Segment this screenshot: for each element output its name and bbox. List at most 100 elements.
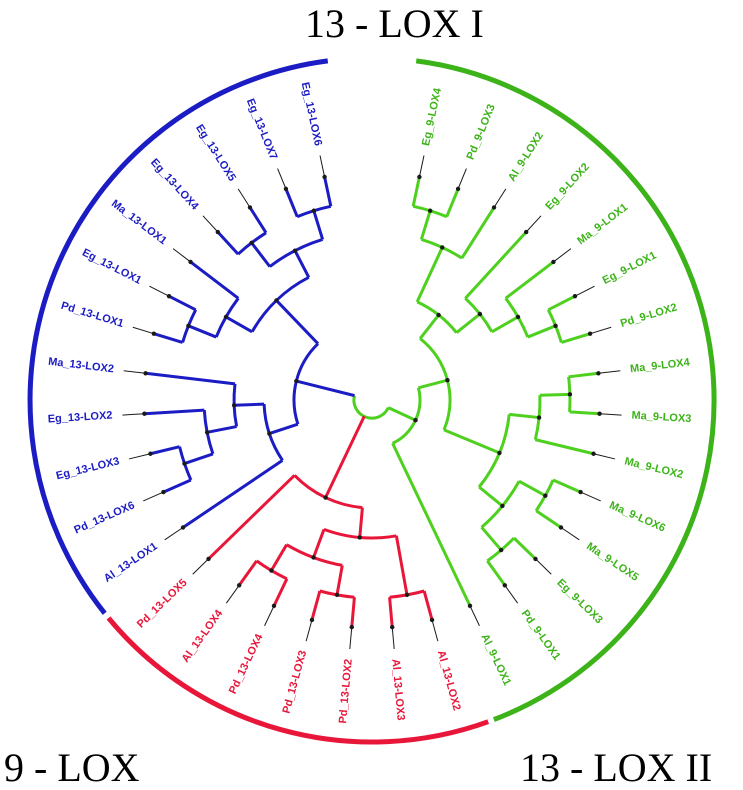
- leaf-label: Pd_9-LOX3: [465, 103, 498, 162]
- leaf-connector: [589, 326, 612, 335]
- tree-branches: [144, 176, 600, 628]
- clade-arcs: [27, 58, 717, 745]
- branch-line: [335, 565, 344, 596]
- node-dot: [543, 493, 548, 498]
- branch-line: [512, 536, 537, 560]
- leaf-dot: [166, 293, 172, 299]
- leaf-label: Pd_13-LOX6: [72, 499, 136, 536]
- leaf-label: Pd_9-LOX2: [619, 301, 679, 330]
- branch-line: [310, 590, 322, 621]
- leaf-label: Al_9-LOX1: [478, 632, 513, 687]
- clade-arc-lox13_1: [106, 616, 490, 745]
- branch-line: [295, 379, 355, 398]
- leaf-connector: [560, 527, 580, 541]
- branch-line: [150, 445, 180, 456]
- leaf-connector: [593, 453, 616, 460]
- leaf-dot: [180, 525, 186, 530]
- leaf-dot: [502, 583, 508, 588]
- leaf-label: Pd_13-LOX5: [135, 577, 190, 631]
- branch-line: [248, 206, 268, 234]
- leaf-dot: [283, 186, 289, 192]
- branch-line: [509, 412, 540, 420]
- leaf-connector: [237, 188, 251, 208]
- branch-line: [358, 507, 364, 538]
- branch-line: [418, 314, 440, 340]
- node-dots: [142, 174, 602, 630]
- leaf-label: Eg_9-LOX4: [420, 86, 444, 147]
- node-dot: [249, 240, 254, 246]
- leaf-dot: [142, 411, 147, 416]
- branch-line: [464, 231, 528, 300]
- leaf-connector: [319, 155, 326, 178]
- node-dot: [311, 555, 316, 560]
- leaf-label: Ma_9-LOX1: [575, 201, 630, 247]
- branch-line: [411, 176, 421, 207]
- branch-line: [189, 260, 240, 300]
- branch-line: [216, 231, 240, 256]
- leaf-label: Ma_9-LOX2: [623, 455, 684, 481]
- branch-line: [168, 294, 197, 312]
- leaf-connector: [122, 413, 145, 416]
- leaf-connector: [305, 619, 313, 642]
- branch-line: [415, 246, 444, 303]
- leaf-connector: [418, 155, 425, 178]
- leaf-connector: [132, 326, 155, 335]
- leaf-label: Eg_13-LOX3: [55, 455, 121, 482]
- leaf-label: Pd_13-LOX2: [337, 658, 355, 724]
- branch-line: [250, 241, 272, 268]
- node-dot: [357, 535, 362, 540]
- branch-line: [443, 428, 501, 455]
- leaf-label: Eg_13-LOX5: [193, 122, 238, 183]
- leaf-dot: [429, 617, 435, 623]
- leaf-dot: [533, 556, 538, 562]
- node-dot: [436, 312, 441, 318]
- branch-line: [388, 597, 394, 628]
- leaf-dot: [551, 259, 556, 265]
- node-dot: [500, 503, 505, 509]
- node-dot: [497, 450, 502, 456]
- leaf-connector: [535, 558, 552, 575]
- leaf-label: Eg_13-LOX2: [47, 410, 112, 426]
- branch-line: [552, 478, 582, 494]
- leaf-dot: [572, 293, 578, 299]
- leaf-dot: [148, 451, 153, 456]
- branch-line: [394, 535, 409, 596]
- leaf-label: Eg_9-LOX2: [543, 161, 592, 212]
- leaf-label: Pd_13-LOX4: [227, 631, 266, 695]
- leaf-connector: [493, 188, 507, 208]
- node-dot: [404, 592, 410, 598]
- node-dot: [515, 314, 521, 320]
- leaf-connector: [525, 215, 542, 233]
- leaf-connector: [391, 627, 395, 650]
- leaf-connectors: [122, 155, 622, 650]
- node-dot: [536, 415, 542, 420]
- leaf-dot: [151, 331, 157, 336]
- node-dot: [427, 208, 433, 213]
- branch-line: [225, 315, 253, 334]
- branch-line: [419, 210, 432, 240]
- branch-line: [527, 324, 557, 339]
- leaf-dot: [322, 174, 327, 180]
- leaf-dot: [349, 624, 354, 630]
- branch-line: [270, 543, 288, 572]
- node-dot: [323, 495, 328, 500]
- branch-line: [569, 410, 600, 416]
- branch-line: [162, 478, 192, 494]
- leaf-label: Ma_9-LOX5: [584, 540, 640, 583]
- leaf-connector: [431, 619, 439, 642]
- leaf-connector: [277, 168, 287, 190]
- branch-line: [455, 312, 481, 334]
- branch-line: [275, 299, 320, 345]
- leaf-connector: [553, 248, 572, 263]
- leaf-label: Ma_9-LOX6: [607, 499, 667, 534]
- branch-line: [153, 332, 183, 344]
- node-dot: [231, 403, 237, 408]
- node-dot: [567, 392, 573, 397]
- leaf-dot: [247, 205, 253, 210]
- branch-line: [547, 294, 576, 312]
- branch-line: [539, 392, 570, 397]
- leaf-connector: [580, 491, 601, 502]
- leaf-dot: [236, 583, 242, 588]
- leaf-label: Eg_13-LOX7: [244, 97, 280, 162]
- leaf-connector: [192, 558, 209, 575]
